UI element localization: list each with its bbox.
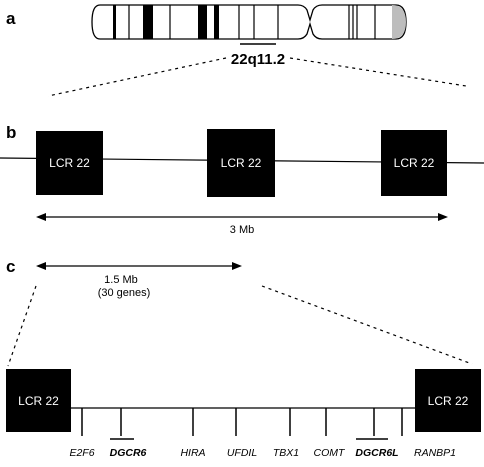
zoom-line-left-c	[7, 285, 37, 367]
panel-label-a: a	[6, 9, 16, 28]
chromosome-band	[214, 5, 219, 39]
lcr-label: LCR 22	[49, 156, 90, 170]
zoom-line-right-c	[261, 285, 473, 365]
gene-label-dgcr6: DGCR6	[110, 447, 147, 459]
span-label-gene-count: (30 genes)	[98, 287, 151, 299]
gene-label-e2f6: E2F6	[69, 447, 94, 459]
chromosome-band	[198, 5, 207, 39]
lcr-block-b-left: LCR 22	[36, 131, 103, 195]
gene-label-ufdil: UFDIL	[227, 447, 257, 459]
zoom-line-right	[289, 57, 467, 87]
panel-label-c: c	[6, 257, 15, 276]
gene-ticks	[81, 408, 403, 436]
band-label: 22q11.2	[231, 51, 285, 68]
lcr-label: LCR 22	[428, 394, 469, 408]
telomere-tip	[392, 5, 406, 39]
lcr-label: LCR 22	[18, 394, 59, 408]
panel-label-b: b	[6, 123, 16, 142]
span-label-3mb: 3 Mb	[230, 224, 254, 236]
lcr-label: LCR 22	[394, 156, 435, 170]
gene-label-tbx1: TBX1	[273, 447, 299, 459]
span-arrow-3mb	[36, 213, 448, 221]
lcr-block-c-right: LCR 22	[415, 369, 481, 432]
gene-label-comt: COMT	[314, 447, 346, 459]
lcr-label: LCR 22	[221, 156, 262, 170]
gene-label-hira: HIRA	[180, 447, 205, 459]
gene-label-dgcr6l: DGCR6L	[355, 447, 398, 459]
zoom-line-left	[47, 57, 227, 97]
chromosome-outline	[91, 4, 407, 40]
lcr-block-c-left: LCR 22	[6, 369, 71, 432]
span-arrow-1-5mb	[36, 262, 242, 270]
chromosome-band	[113, 5, 116, 39]
span-label-1-5mb: 1.5 Mb	[104, 274, 138, 286]
lcr-block-b-middle: LCR 22	[207, 129, 275, 197]
chromosome-22-ideogram	[91, 4, 407, 40]
chromosome-band	[143, 5, 153, 39]
lcr-block-b-right: LCR 22	[381, 130, 447, 196]
gene-label-ranbp1: RANBP1	[414, 447, 456, 459]
